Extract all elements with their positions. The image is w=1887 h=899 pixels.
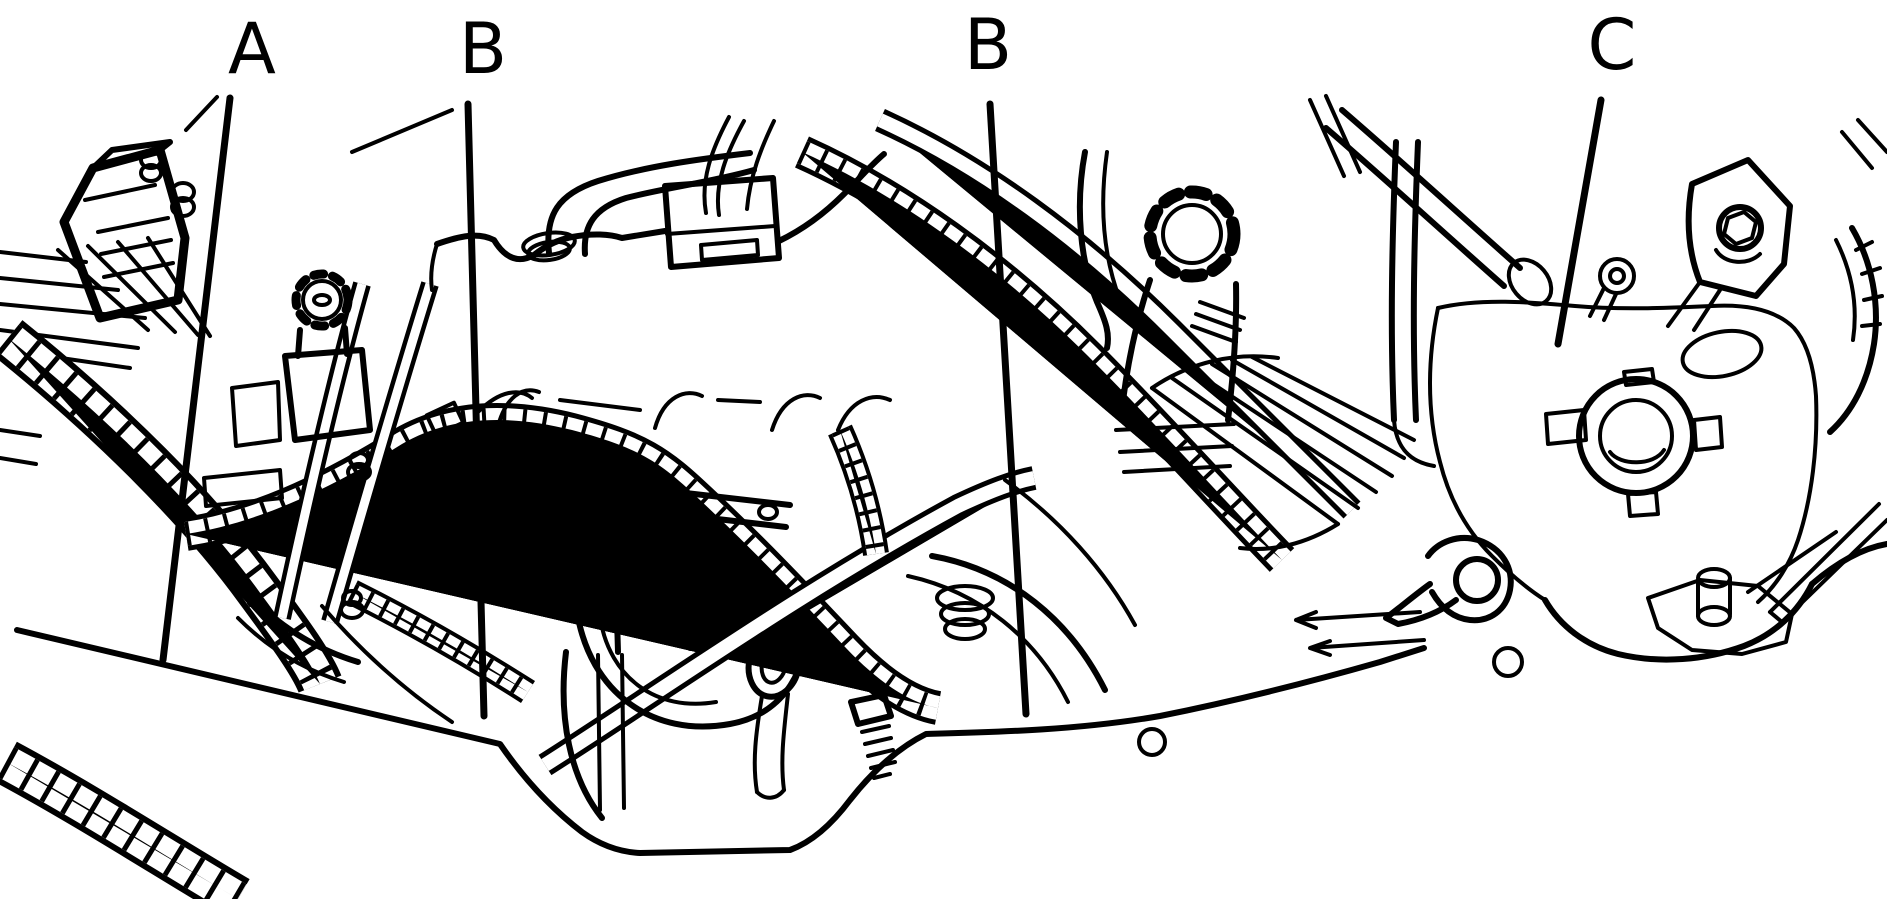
leader-line-b2 (986, 100, 1030, 718)
hook-bracket (1383, 535, 1514, 627)
pulley-arcs (236, 595, 454, 724)
alternator-fins (1150, 354, 1416, 551)
right-edge-flange (1827, 118, 1887, 435)
transaxle-end-plate (1428, 257, 1819, 604)
support-rod (1746, 502, 1887, 624)
slotted-bracket (1294, 610, 1426, 657)
stud-bolt (848, 692, 897, 780)
heater-hose-right (880, 120, 1352, 510)
callout-label-a: A (228, 8, 276, 90)
harness-conduit-corner (6, 762, 238, 899)
callout-label-b2: B (963, 4, 1013, 86)
mount-pad (1646, 567, 1794, 656)
coolant-surge-tank (560, 505, 696, 821)
upper-mount-bracket (1666, 157, 1793, 332)
callout-label-c: C (1587, 4, 1637, 86)
bell-housing-arcs (906, 478, 1137, 704)
leader-line-b1 (464, 100, 488, 720)
harness-conduit-middle (186, 400, 938, 708)
coolant-pipes-right (1323, 107, 1554, 468)
dipstick-handle (745, 628, 803, 800)
leader-lines (159, 94, 1605, 720)
ribbed-drop-hose (840, 430, 876, 554)
leader-line-c (1554, 96, 1605, 348)
callout-label-b1: B (458, 8, 508, 90)
coil-bellows (935, 584, 995, 641)
engine-valve-cover (429, 115, 892, 557)
relay-connector-box (59, 139, 196, 323)
oil-fill-cap (1076, 94, 1362, 474)
power-steering-reservoir (202, 269, 373, 620)
leader-line-a (159, 94, 234, 664)
illustration-root (0, 94, 1887, 899)
